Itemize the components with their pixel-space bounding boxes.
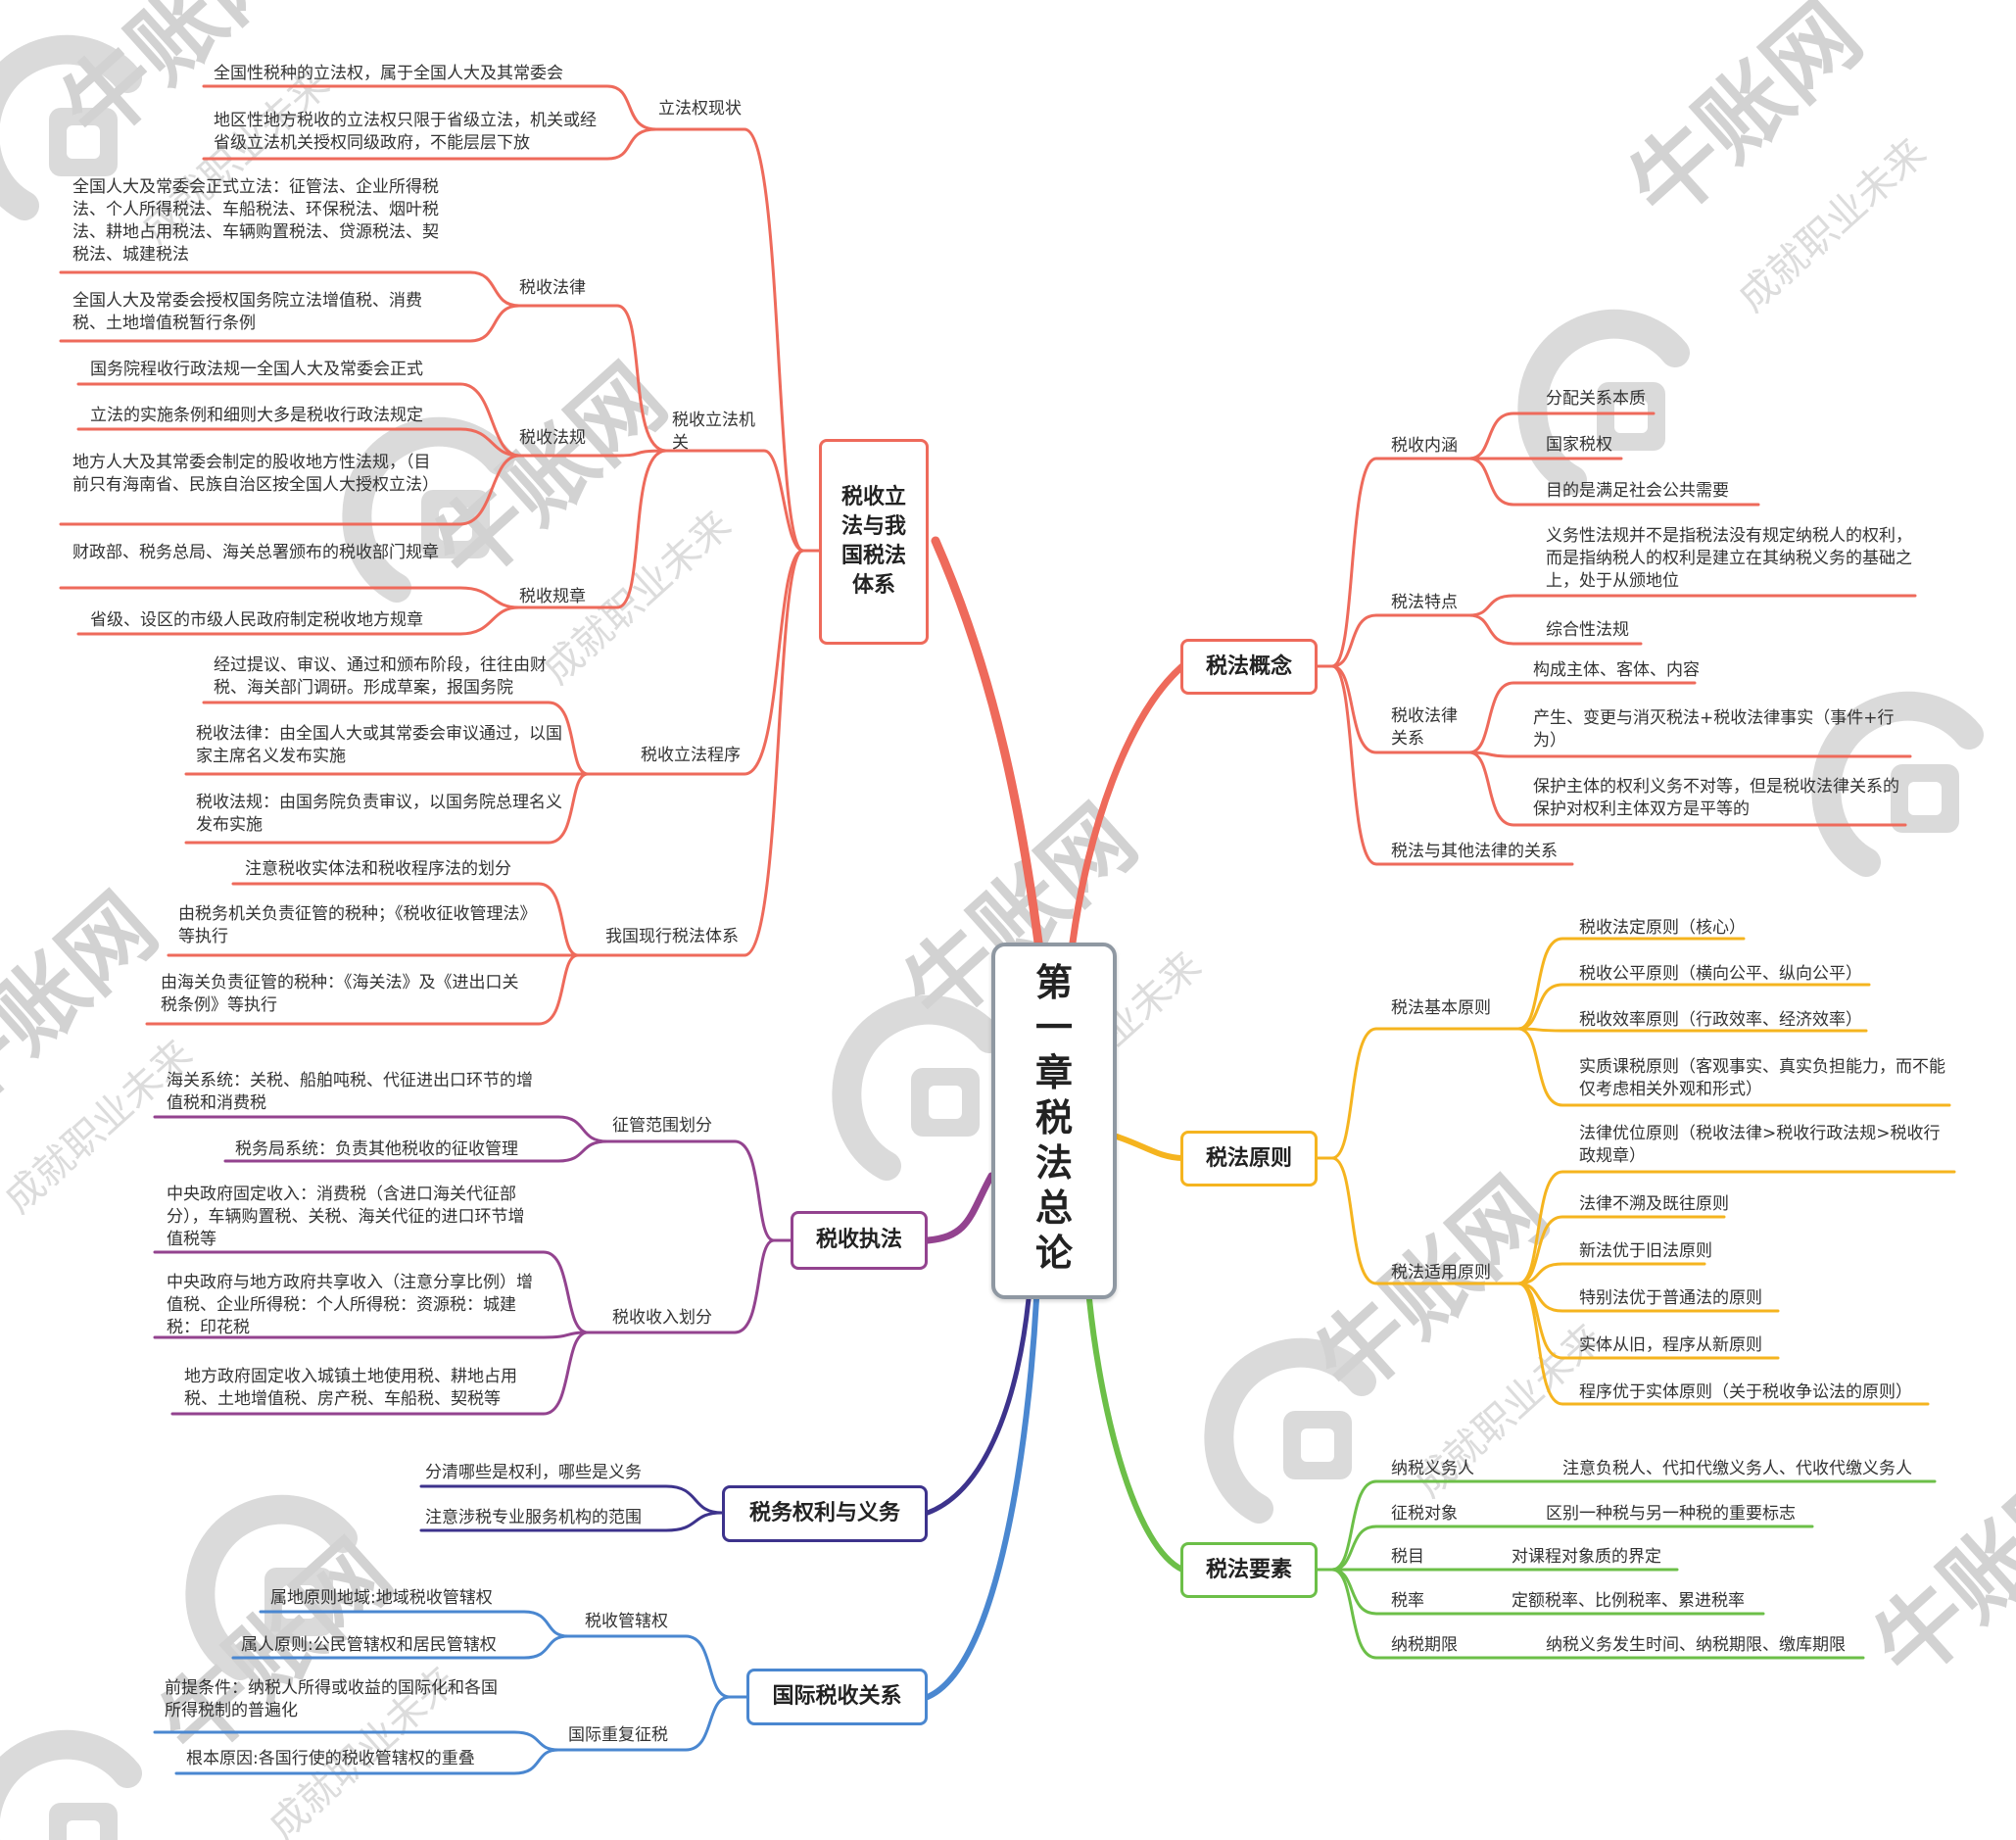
subtopic-double-taxation[interactable]: 国际重复征税 xyxy=(568,1725,668,1745)
leaf-text: 由税务机关负责征管的税种；《税收征收管理法》等执行 xyxy=(178,904,537,946)
leaf-text: 立法的实施条例和细则大多是税收行政法规定 xyxy=(90,406,423,425)
subtopic-basic-principles[interactable]: 税法基本原则 xyxy=(1391,998,1491,1018)
topic-international-label: 国际税收关系 xyxy=(772,1684,902,1709)
subtopic-tax-rate[interactable]: 税率 xyxy=(1391,1591,1424,1611)
leaf-text: 税务局系统：负责其他税收的征收管理 xyxy=(235,1139,518,1159)
root-title-char: 法 xyxy=(1034,1141,1073,1185)
leaf-text: 实质课税原则（客观事实、真实负担能力，而不能仅考虑相关外观和形式） xyxy=(1579,1057,1945,1099)
leaf-text: 纳税义务发生时间、纳税期限、缴库期限 xyxy=(1546,1635,1846,1655)
leaf-text: 中央政府固定收入：消费税（含进口海关代征部分），车辆购置税、关税、海关代征的进口… xyxy=(167,1185,525,1249)
subtopic-taxpayer[interactable]: 纳税义务人 xyxy=(1391,1459,1474,1478)
leaf-text: 中央政府与地方政府共享收入（注意分享比例）增值税、企业所得税：个人所得税：资源税… xyxy=(167,1273,533,1337)
leaf-text: 构成主体、客体、内容 xyxy=(1533,660,1700,680)
topic-principles-label: 税法原则 xyxy=(1205,1145,1292,1171)
root-title-char: 论 xyxy=(1034,1232,1073,1275)
leaf-text: 国家税权 xyxy=(1546,435,1612,455)
subtopic-legislative-organs[interactable]: 税收立法机关 xyxy=(672,411,755,453)
leaf-text: 财政部、税务总局、海关总署颁布的税收部门规章 xyxy=(72,543,439,562)
topic-elements[interactable]: 税法要素 xyxy=(1180,1542,1318,1598)
subtopic-tax-jurisdiction[interactable]: 税收管辖权 xyxy=(585,1612,668,1631)
leaf-text: 对课程对象质的界定 xyxy=(1512,1547,1661,1567)
subtopic-tax-regulation[interactable]: 税收法规 xyxy=(519,428,586,448)
leaf-text: 全国性税种的立法权，属于全国人大及其常委会 xyxy=(214,64,563,83)
subtopic-tax-rules[interactable]: 税收规章 xyxy=(519,587,586,606)
subtopic-legislative-power[interactable]: 立法权现状 xyxy=(658,99,742,119)
topic-elements-label: 税法要素 xyxy=(1205,1557,1292,1582)
topic-international[interactable]: 国际税收关系 xyxy=(746,1669,928,1725)
leaf-text: 注意税收实体法和税收程序法的划分 xyxy=(245,859,511,879)
leaf-text: 注意涉税专业服务机构的范围 xyxy=(425,1508,642,1527)
leaf-text: 注意负税人、代扣代缴义务人、代收代缴义务人 xyxy=(1562,1459,1912,1478)
subtopic-tax-item[interactable]: 税目 xyxy=(1391,1547,1424,1567)
subtopic-applied-principles[interactable]: 税法适用原则 xyxy=(1391,1263,1491,1283)
subtopic-features[interactable]: 税法特点 xyxy=(1391,593,1458,612)
topic-concept-label: 税法概念 xyxy=(1205,654,1292,679)
leaf-text: 经过提议、审议、通过和颁布阶段，往往由财税、海关部门调研。形成草案，报国务院 xyxy=(214,655,547,698)
leaf-text: 省级、设区的市级人民政府制定税收地方规章 xyxy=(90,610,423,630)
subtopic-tax-law[interactable]: 税收法律 xyxy=(519,278,586,298)
leaf-text: 程序优于实体原则（关于税收争讼法的原则） xyxy=(1579,1382,1912,1402)
leaf-text: 属人原则:公民管辖权和居民管辖权 xyxy=(241,1635,497,1655)
leaf-text: 分清哪些是权利，哪些是义务 xyxy=(425,1463,642,1482)
subtopic-collection-scope[interactable]: 征管范围划分 xyxy=(612,1116,712,1136)
leaf-text: 定额税率、比例税率、累进税率 xyxy=(1512,1591,1745,1611)
leaf-text: 产生、变更与消灭税法+税收法律事实（事件+行为） xyxy=(1533,708,1895,751)
root-title: 第一章税法总论 xyxy=(995,960,1113,1276)
leaf-text: 法律优位原则（税收法律>税收行政法规>税收行政规章） xyxy=(1579,1124,1941,1166)
leaf-text: 国务院程收行政法规一全国人大及常委会正式 xyxy=(90,360,423,379)
leaf-text: 税收法定原则（核心） xyxy=(1579,918,1746,938)
subtopic-legal-relation[interactable]: 税收法律关系 xyxy=(1391,706,1458,749)
leaf-text: 特别法优于普通法的原则 xyxy=(1579,1288,1762,1308)
leaf-text: 税收法律：由全国人大或其常委会审议通过，以国家主席名义发布实施 xyxy=(196,724,562,766)
leaf-text: 地区性地方税收的立法权只限于省级立法，机关或经省级立法机关授权同级政府，不能层层… xyxy=(214,111,597,153)
leaf-text: 区别一种税与另一种税的重要标志 xyxy=(1546,1504,1796,1524)
subtopic-tax-period[interactable]: 纳税期限 xyxy=(1391,1635,1458,1655)
leaf-text: 地方人大及其常委会制定的股收地方性法规，（目前只有海南省、民族自治区按全国人大授… xyxy=(72,453,439,495)
root-topic[interactable]: 第一章税法总论 xyxy=(991,943,1117,1299)
leaf-text: 税收法规：由国务院负责审议，以国务院总理名义发布实施 xyxy=(196,793,562,835)
leaf-text: 海关系统：关税、船舶吨税、代征进出口环节的增值税和消费税 xyxy=(167,1071,533,1113)
subtopic-connotation[interactable]: 税收内涵 xyxy=(1391,436,1458,456)
leaf-text: 目的是满足社会公共需要 xyxy=(1546,481,1729,501)
root-title-char: 税 xyxy=(1034,1096,1073,1139)
leaf-text: 法律不溯及既往原则 xyxy=(1579,1194,1729,1214)
subtopic-legislative-procedure[interactable]: 税收立法程序 xyxy=(641,746,741,765)
leaf-text: 综合性法规 xyxy=(1546,620,1629,640)
leaf-text: 全国人大及常委会授权国务院立法增值税、消费税、土地增值税暂行条例 xyxy=(72,291,422,333)
topic-legislation[interactable]: 税收立法与我国税法体系 xyxy=(819,439,929,645)
subtopic-tax-system[interactable]: 我国现行税法体系 xyxy=(605,927,739,946)
topic-rights[interactable]: 税务权利与义务 xyxy=(722,1485,928,1542)
leaf-text: 新法优于旧法原则 xyxy=(1579,1241,1712,1261)
root-title-char: 总 xyxy=(1034,1186,1073,1230)
leaf-text: 前提条件：纳税人所得或收益的国际化和各国所得税制的普遍化 xyxy=(165,1678,498,1720)
leaf-text: 实体从旧，程序从新原则 xyxy=(1579,1335,1762,1355)
root-title-char: 一 xyxy=(1034,1006,1073,1049)
subtopic-revenue-division[interactable]: 税收收入划分 xyxy=(612,1308,712,1328)
leaf-text: 义务性法规并不是指税法没有规定纳税人的权利，而是指纳税人的权利是建立在其纳税义务… xyxy=(1546,526,1912,591)
subtopic-other-laws[interactable]: 税法与其他法律的关系 xyxy=(1391,842,1558,861)
topic-concept[interactable]: 税法概念 xyxy=(1180,639,1318,695)
root-title-char: 第 xyxy=(1034,961,1073,1004)
root-title-char: 章 xyxy=(1034,1051,1073,1094)
leaf-text: 税收效率原则（行政效率、经济效率） xyxy=(1579,1010,1862,1030)
leaf-text: 保护主体的权利义务不对等，但是税收法律关系的保护对权利主体双方是平等的 xyxy=(1533,777,1899,819)
topic-enforcement[interactable]: 税收执法 xyxy=(791,1211,928,1270)
topic-rights-label: 税务权利与义务 xyxy=(748,1501,900,1525)
leaf-text: 分配关系本质 xyxy=(1546,389,1646,409)
leaf-text: 地方政府固定收入城镇土地使用税、耕地占用税、土地增值税、房产税、车船税、契税等 xyxy=(184,1367,517,1409)
leaf-text: 由海关负责征管的税种：《海关法》及《进出口关税条例》等执行 xyxy=(161,973,519,1015)
leaf-text: 属地原则地域:地域税收管辖权 xyxy=(270,1588,493,1608)
subtopic-tax-object[interactable]: 征税对象 xyxy=(1391,1504,1458,1524)
topic-principles[interactable]: 税法原则 xyxy=(1180,1131,1318,1186)
topic-enforcement-label: 税收执法 xyxy=(815,1228,902,1252)
leaf-text: 全国人大及常委会正式立法：征管法、企业所得税法、个人所得税法、车船税法、环保税法… xyxy=(72,177,439,265)
leaf-text: 根本原因:各国行使的税收管辖权的重叠 xyxy=(186,1749,475,1768)
topic-legislation-label: 税收立法与我国税法体系 xyxy=(840,485,906,598)
leaf-text: 税收公平原则（横向公平、纵向公平） xyxy=(1579,964,1862,984)
